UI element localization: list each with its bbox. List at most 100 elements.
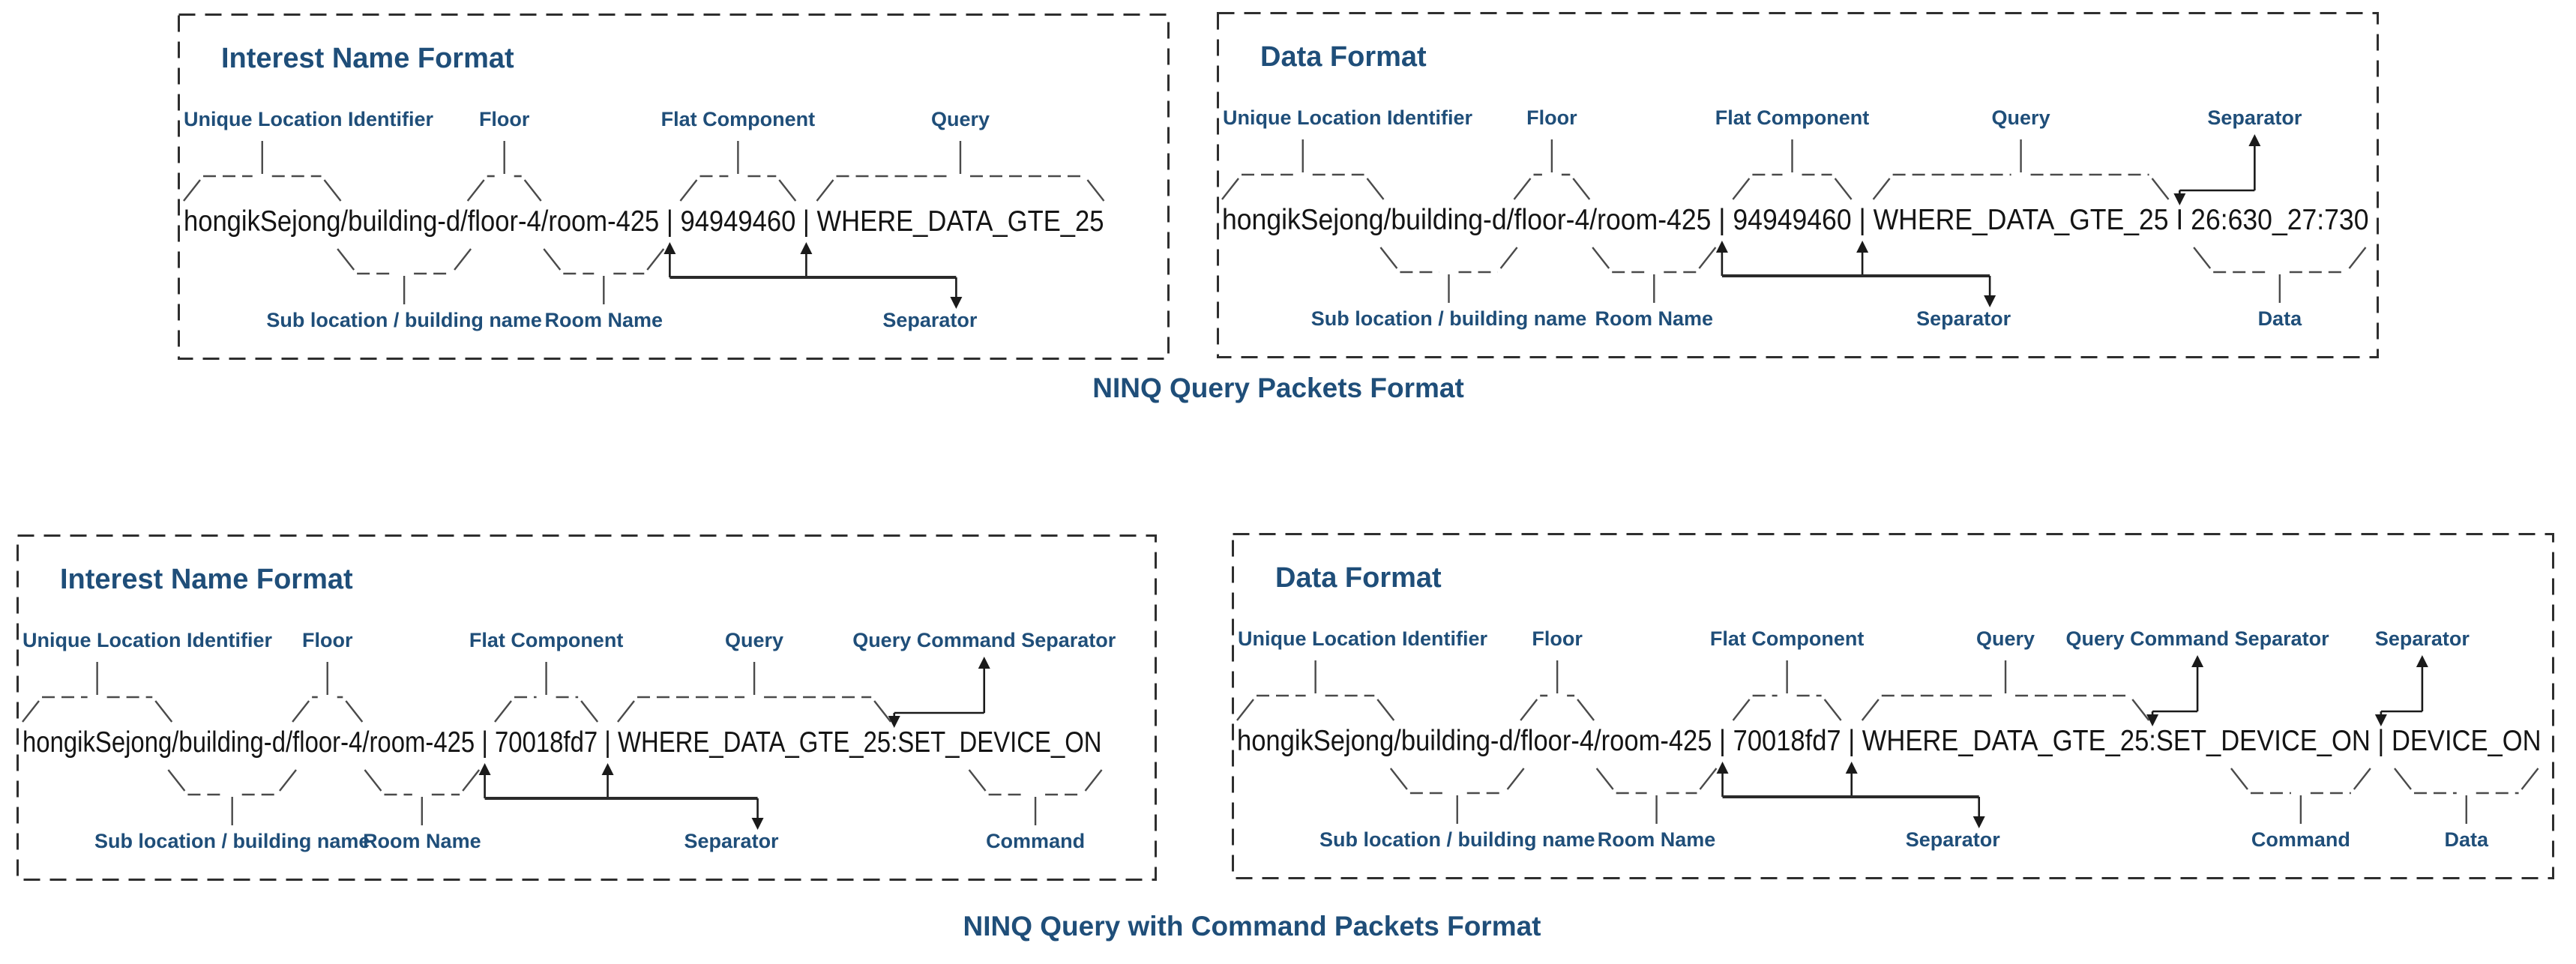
panel-title: Data Format bbox=[1275, 562, 1442, 594]
connector-line bbox=[1872, 178, 1891, 200]
packet-segment: / bbox=[341, 205, 349, 237]
connector-line bbox=[323, 179, 342, 202]
connector-line bbox=[337, 248, 355, 271]
packet-segment: / bbox=[286, 725, 293, 758]
top-label: Flat Component bbox=[661, 108, 815, 130]
packet-segment: hongikSejong bbox=[184, 205, 341, 237]
connector-line bbox=[1221, 178, 1239, 200]
connector-line bbox=[1732, 699, 1751, 721]
top-label: Unique Location Identifier bbox=[184, 108, 433, 130]
packet-segment: | bbox=[2371, 724, 2392, 756]
packet-text: hongikSejong/building-d/floor-4/room-425… bbox=[1222, 202, 2368, 235]
connector-line bbox=[816, 179, 834, 202]
connector-line bbox=[1376, 699, 1395, 721]
top-label: Query bbox=[725, 629, 783, 651]
top-label: Separator bbox=[2207, 106, 2302, 129]
bottom-label: Sub location / building name bbox=[1319, 828, 1595, 851]
arrow-up-icon bbox=[663, 242, 676, 254]
packet-segment: building-d bbox=[1391, 202, 1506, 235]
connector-line bbox=[873, 700, 892, 723]
connector-line bbox=[1506, 768, 1525, 790]
packet-segment: WHERE_DATA_GTE_25 bbox=[1862, 724, 2149, 756]
packet-segment: / bbox=[1384, 202, 1391, 235]
packet-segment: 94949460 bbox=[1733, 202, 1851, 235]
packet-segment: room-425 bbox=[1597, 202, 1711, 235]
packet-text-group: hongikSejong/building-d/floor-4/room-425… bbox=[1237, 724, 2542, 756]
connector-line bbox=[1520, 699, 1538, 721]
connector-line bbox=[1513, 178, 1532, 200]
packet-segment: room-425 bbox=[1601, 724, 1712, 756]
packet-segment: building-d bbox=[178, 725, 286, 758]
connector-line bbox=[1366, 178, 1385, 200]
top-label: Separator bbox=[2375, 627, 2470, 650]
caption-query-with-command-packets: NINQ Query with Command Packets Format bbox=[963, 911, 1541, 942]
top-label: Query bbox=[1976, 627, 2035, 650]
connector-line bbox=[1595, 768, 1614, 790]
arrow-down-icon bbox=[1972, 816, 1985, 828]
connector-line bbox=[580, 700, 599, 723]
connector-line bbox=[1732, 178, 1751, 200]
arrow-up-icon bbox=[800, 242, 813, 254]
packet-text: hongikSejong/building-d/floor-4/room-425… bbox=[22, 725, 1102, 758]
connector-line bbox=[2193, 247, 2212, 269]
connector-line bbox=[1379, 247, 1398, 269]
connector-line bbox=[968, 769, 987, 792]
panel-svg: Interest Name FormathongikSejong/buildin… bbox=[16, 534, 1157, 881]
top-label: Floor bbox=[479, 108, 530, 130]
connector-line bbox=[1592, 247, 1610, 269]
panel-dashed-border bbox=[1217, 12, 2379, 358]
packet-segment: | bbox=[1711, 202, 1733, 235]
packet-segment: room-425 bbox=[369, 725, 475, 758]
arrow-down-icon bbox=[2374, 714, 2387, 726]
packet-segment: / bbox=[460, 205, 468, 237]
arrow-up-icon bbox=[1856, 241, 1869, 253]
arrow-up-icon bbox=[2191, 655, 2204, 667]
connector-line bbox=[2394, 768, 2412, 790]
packet-segment: / bbox=[172, 725, 179, 758]
packet-segment: floor-4 bbox=[292, 725, 362, 758]
packet-text-group: hongikSejong/building-d/floor-4/room-425… bbox=[1222, 202, 2368, 235]
arrow-down-icon bbox=[2173, 193, 2186, 205]
packet-segment: 94949460 bbox=[680, 205, 795, 237]
packet-segment: | bbox=[598, 725, 618, 758]
top-label: Query Command Separator bbox=[2066, 627, 2330, 650]
panel-svg: Data Format hongikSejong/building-d/floor… bbox=[1232, 533, 2554, 879]
packet-segment: WHERE_DATA_GTE_25 bbox=[618, 725, 891, 758]
packet-segment: I bbox=[2169, 202, 2191, 235]
top-label: Flat Component bbox=[1715, 106, 1869, 129]
top-label: Query Command Separator bbox=[852, 629, 1116, 651]
connector-line bbox=[183, 179, 201, 202]
packet-segment: | bbox=[1841, 724, 1862, 756]
bottom-label: Separator bbox=[882, 309, 978, 331]
bottom-label: Room Name bbox=[363, 830, 481, 852]
packet-segment: 70018fd7 bbox=[1733, 724, 1841, 756]
packet-segment: 70018fd7 bbox=[495, 725, 598, 758]
connector-line bbox=[1834, 178, 1853, 200]
bottom-label: Sub location / building name bbox=[1311, 307, 1587, 330]
arrow-up-icon bbox=[1716, 762, 1729, 774]
bottom-label: Command bbox=[986, 830, 1085, 852]
connector-line bbox=[1699, 768, 1718, 790]
connector-line bbox=[462, 769, 481, 792]
packet-segment: / bbox=[541, 205, 549, 237]
bottom-label: Data bbox=[2258, 307, 2303, 330]
packet-segment: floor-4 bbox=[468, 205, 541, 237]
connector-line bbox=[1389, 768, 1408, 790]
connector-line bbox=[1861, 699, 1880, 721]
panel-dashed-border bbox=[1232, 533, 2554, 879]
top-label: Floor bbox=[1526, 106, 1577, 129]
bottom-label: Data bbox=[2444, 828, 2489, 851]
packet-segment: | bbox=[1712, 724, 1733, 756]
top-label: Unique Location Identifier bbox=[22, 629, 272, 651]
bottom-label: Command bbox=[2251, 828, 2350, 851]
connector-line bbox=[1086, 179, 1105, 202]
arrow-up-icon bbox=[2416, 655, 2428, 667]
packet-segment: SET_DEVICE_ON bbox=[2156, 724, 2371, 756]
packet-segment: | bbox=[659, 205, 680, 237]
top-label: Unique Location Identifier bbox=[1223, 106, 1472, 129]
connector-line bbox=[1577, 699, 1595, 721]
connector-line bbox=[646, 248, 665, 271]
bottom-label: Separator bbox=[1916, 307, 2011, 330]
packet-segment: WHERE_DATA_GTE_25 bbox=[816, 205, 1104, 237]
